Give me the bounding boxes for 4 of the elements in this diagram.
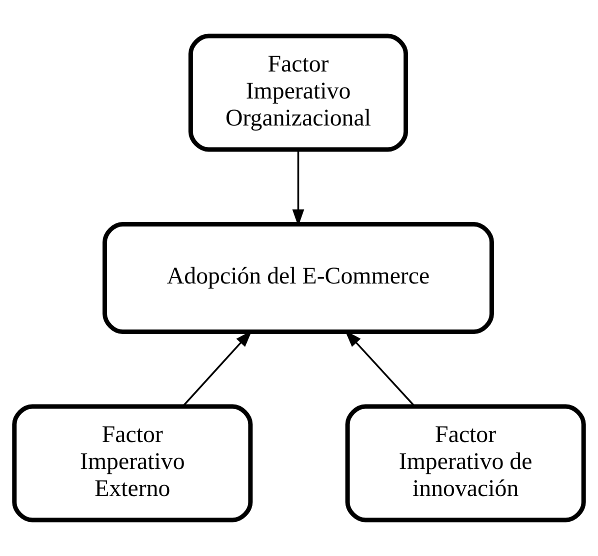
node-box: Factor Imperativo Organizacional bbox=[188, 34, 408, 152]
node-box: Adopción del E-Commerce bbox=[102, 222, 494, 334]
node-box: Factor Imperativo de innovación bbox=[345, 404, 586, 522]
node-box: Factor Imperativo Externo bbox=[12, 404, 253, 522]
